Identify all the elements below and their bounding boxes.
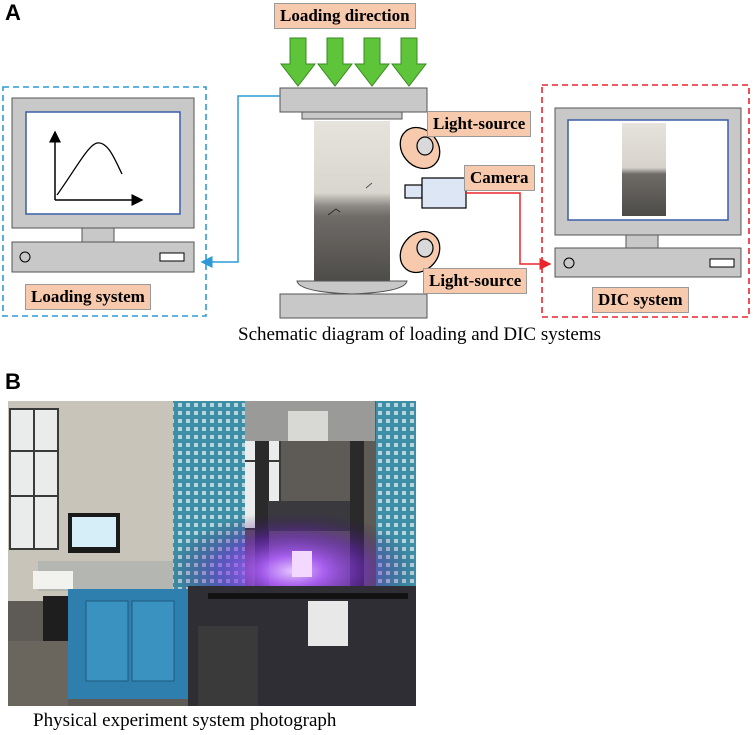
down-arrow-icon [279,37,428,87]
light-source-label-bottom: Light-source [423,268,528,294]
rock-specimen [314,121,390,281]
camera-label: Camera [464,165,535,191]
loading-signal-line [200,95,280,268]
top-platen-pad [301,111,403,120]
photo-caption: Physical experiment system photograph [33,710,337,731]
schematic-diagram [2,37,750,319]
light-source-icon-bottom [399,230,441,274]
panel-label-a: A [5,0,21,25]
loading-direction-label: Loading direction [274,3,416,29]
specimen-image-small [622,123,666,216]
panel-label-b: B [5,369,21,394]
camera-signal-line [466,192,552,270]
light-source-label-top: Light-source [427,111,532,137]
monitor-icon-left [11,97,195,273]
top-platen [279,87,428,113]
bottom-platen [279,293,428,319]
experiment-photograph [8,401,416,706]
spherical-seat [296,280,408,295]
dic-system-label: DIC system [592,287,689,313]
camera-icon [404,177,467,209]
loading-system-label: Loading system [25,284,151,310]
dic-system-box [541,84,750,318]
loading-system-box [2,86,207,317]
schematic-caption: Schematic diagram of loading and DIC sys… [238,324,602,345]
load-curve-sketch [49,130,144,206]
